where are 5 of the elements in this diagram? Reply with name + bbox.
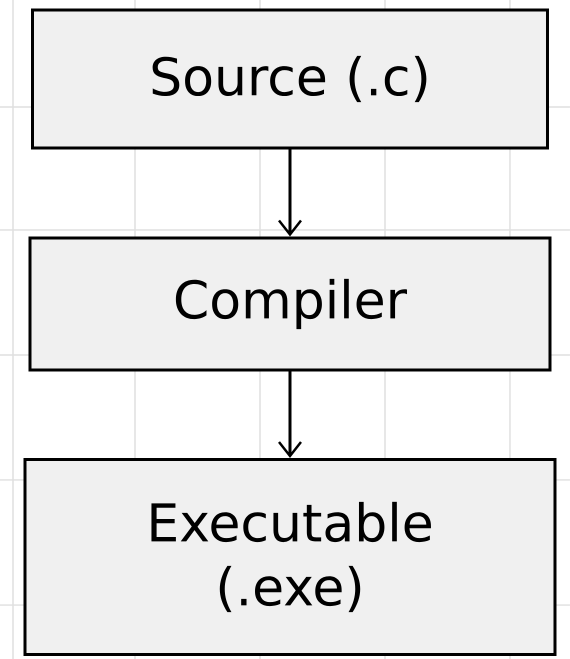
arrow [278, 150, 302, 236]
process-box: Executable (.exe) [24, 458, 556, 656]
process-box: Compiler [28, 236, 552, 372]
process-box: Source (.c) [31, 8, 549, 150]
arrow [278, 372, 302, 458]
